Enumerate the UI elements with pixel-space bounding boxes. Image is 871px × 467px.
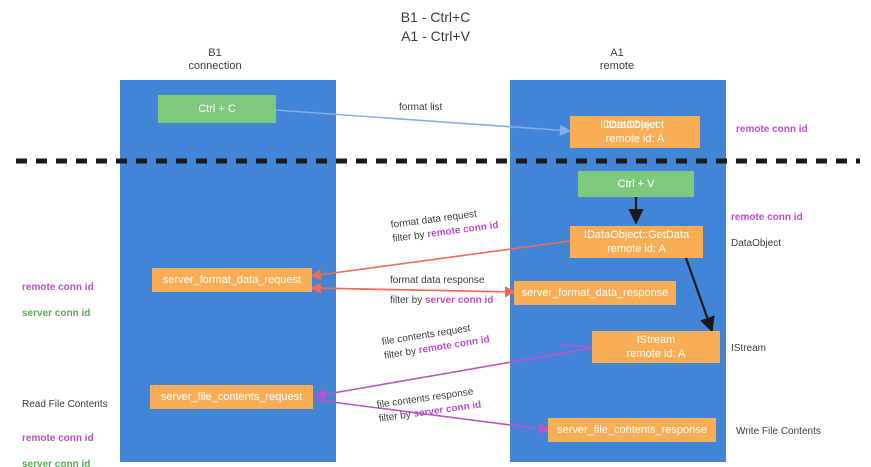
right-label-remote-conn-id-top: remote conn id [736, 124, 808, 135]
right-label-dataobject: DataObject [731, 238, 782, 249]
node-server-format-data-response-label: server_format_data_response [521, 287, 669, 299]
left-label-mid-remote: remote conn id [22, 282, 94, 293]
node-idataobject-getdata[interactable]: IDataObject::GetData remote id: A [570, 226, 703, 258]
node-istream[interactable]: IStream remote id: A [592, 331, 720, 363]
node-server-file-contents-request-label: server_file_contents_request [160, 391, 303, 403]
node-istream-line1: IStream [636, 334, 676, 346]
node-ctrl-c-label: Ctrl + C [198, 103, 236, 115]
node-server-file-contents-response[interactable]: server_file_contents_response [548, 418, 716, 442]
right-label-istream: IStream [731, 343, 767, 354]
node-server-format-data-response[interactable]: server_format_data_response [514, 281, 676, 305]
edge-label-format-list: format list [399, 101, 442, 115]
node-server-format-data-request-label: server_format_data_request [162, 274, 302, 286]
node-idataobject[interactable]: IDataObject remote id: A [570, 116, 700, 148]
left-label-bottom: Read File Contents remote conn id server… [22, 385, 108, 467]
edge-label-format-data-response: format data response filter by server co… [390, 274, 493, 308]
node-ctrl-v[interactable]: Ctrl + V [578, 171, 694, 197]
edge-label-format-data-response-text: format data response [390, 275, 485, 286]
lane-title-a1: A1 remote [599, 47, 635, 72]
node-server-file-contents-request[interactable]: server_file_contents_request [150, 385, 313, 409]
filter-prefix: filter by [390, 295, 426, 306]
node-server-file-contents-response-label: server_file_contents_response [557, 424, 707, 436]
node-idataobject-line2: remote id: A [605, 133, 665, 145]
edge-label-format-list-text: format list [399, 102, 443, 113]
node-ctrl-v-label: Ctrl + V [617, 178, 655, 190]
right-label-remote-conn-id-mid: remote conn id [731, 212, 803, 223]
left-label-mid-server: server conn id [22, 308, 91, 319]
left-label-mid: remote conn id server conn id [22, 268, 94, 333]
edge-label-format-data-response-filter: filter by server conn id [390, 294, 493, 308]
left-label-bottom-read: Read File Contents [22, 399, 108, 410]
lane-title-b1: B1 connection [188, 47, 242, 72]
node-istream-line2: remote id: A [626, 348, 686, 360]
edge-label-format-data-request: format data request filter by remote con… [390, 205, 499, 247]
page-title: B1 - Ctrl+C A1 - Ctrl+V [400, 9, 471, 44]
node-idataobject-ghost-label: IDataObject [599, 119, 659, 131]
filter-prefix: filter by [391, 229, 429, 245]
filter-value: server conn id [425, 295, 494, 306]
node-server-format-data-request[interactable]: server_format_data_request [152, 268, 312, 292]
node-ctrl-c[interactable]: Ctrl + C [158, 95, 276, 123]
left-label-bottom-server: server conn id [22, 459, 91, 467]
edge-label-file-contents-response: file contents response filter by server … [376, 385, 482, 427]
node-getdata-line2: remote id: A [607, 243, 666, 255]
edge-label-file-contents-request: file contents request filter by remote c… [381, 319, 491, 363]
filter-prefix: filter by [378, 408, 415, 425]
right-label-write-file-contents: Write File Contents [736, 426, 821, 437]
left-label-bottom-remote: remote conn id [22, 433, 94, 444]
node-getdata-line1: IDataObject::GetData [583, 229, 690, 241]
node-idataobject-line1: IDataObject [605, 119, 665, 131]
